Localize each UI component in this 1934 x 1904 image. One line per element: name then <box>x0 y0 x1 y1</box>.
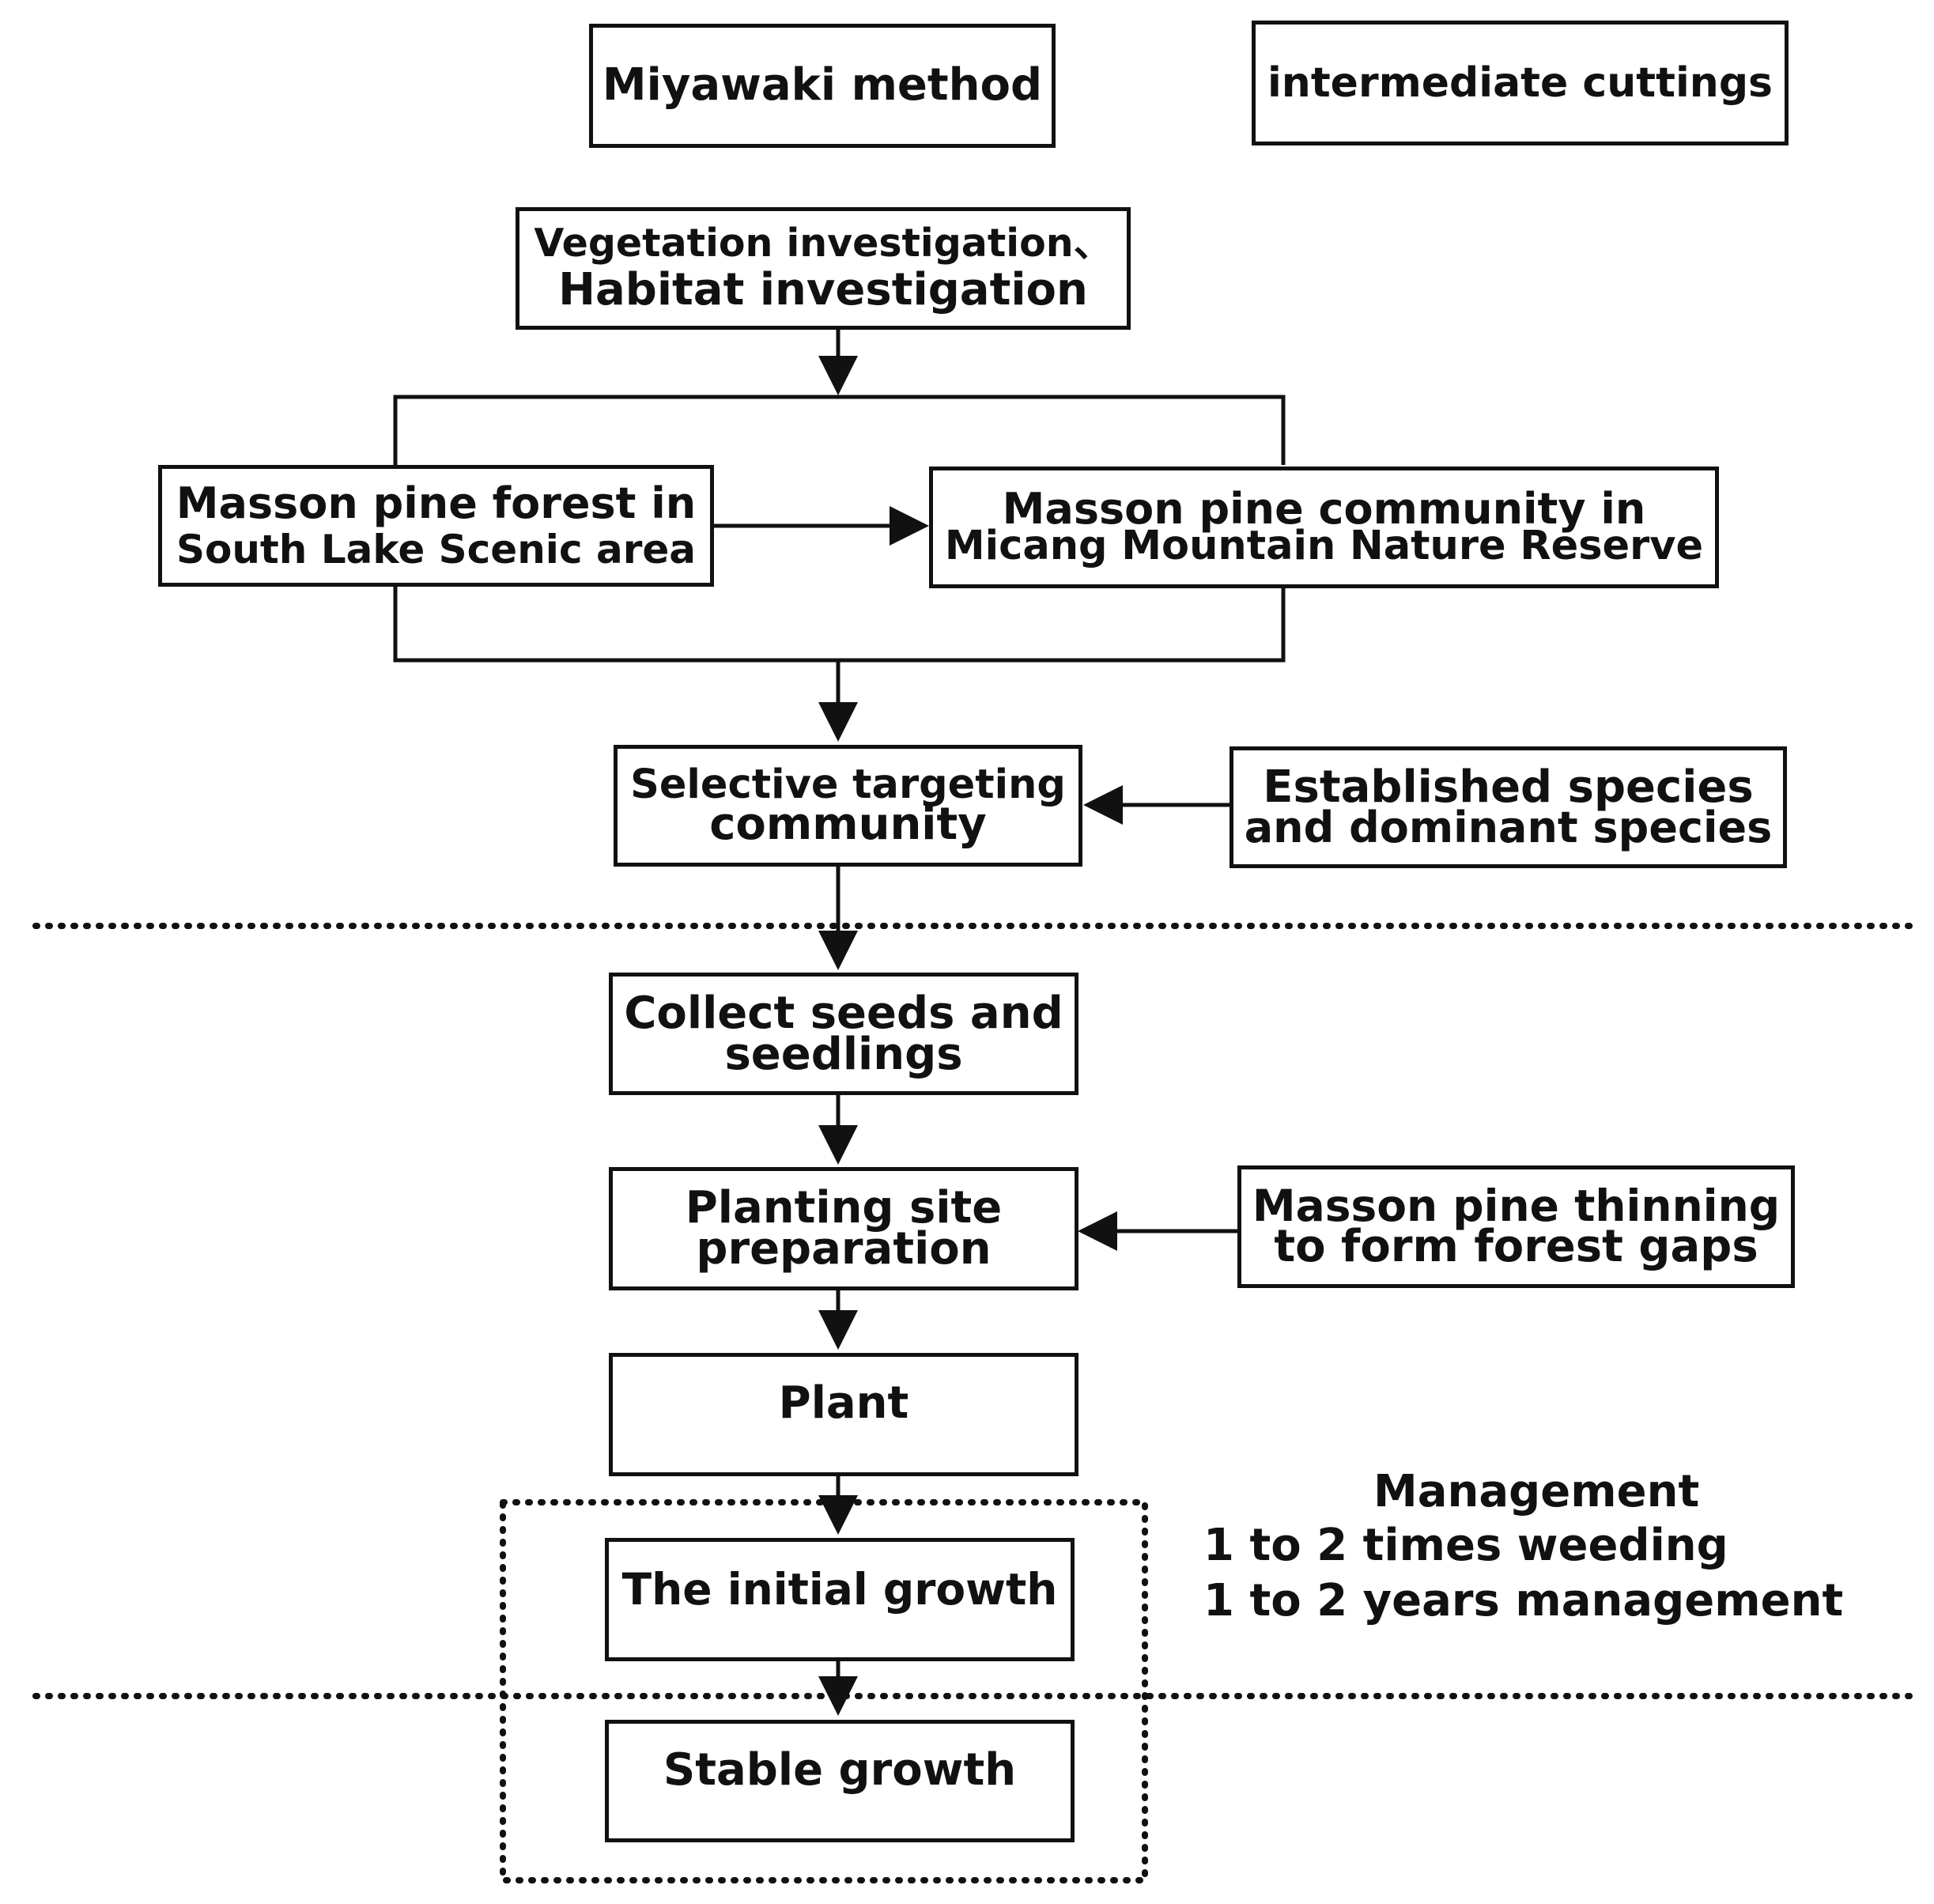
initial-growth-box: The initial growth <box>605 1538 1075 1661</box>
intermediate-cuttings-label: intermediate cuttings <box>1267 59 1773 107</box>
collect-line-2: seedlings <box>724 1028 963 1080</box>
micang-line-2: Micang Mountain Nature Reserve <box>944 523 1704 570</box>
management-line-years: 1 to 2 years management <box>1203 1575 1844 1626</box>
stable-growth-label: Stable growth <box>663 1744 1017 1796</box>
stable-growth-box: Stable growth <box>605 1720 1075 1842</box>
bracket-top <box>393 395 1286 465</box>
management-line-weeding: 1 to 2 times weeding <box>1203 1520 1728 1571</box>
bracket-bottom <box>393 587 1286 663</box>
investigation-line-2: Habitat investigation <box>558 263 1088 315</box>
miyawaki-method-box: Miyawaki method <box>589 24 1056 148</box>
plant-box: Plant <box>609 1353 1078 1476</box>
intermediate-cuttings-box: intermediate cuttings <box>1252 21 1789 145</box>
investigation-line-1: Vegetation investigation、 <box>534 220 1112 266</box>
site-prep-line-2: preparation <box>696 1223 992 1275</box>
established-species-box: Established species and dominant species <box>1230 746 1787 868</box>
selective-line-1: Selective targeting <box>630 761 1066 808</box>
south-lake-line-1: Masson pine forest in <box>176 478 697 528</box>
management-title: Management <box>1373 1466 1700 1517</box>
initial-growth-label: The initial growth <box>621 1564 1058 1615</box>
site-preparation-box: Planting site preparation <box>609 1167 1078 1290</box>
site-prep-line-1: Planting site <box>685 1182 1003 1234</box>
collect-line-1: Collect seeds and <box>624 987 1063 1039</box>
micang-box: Masson pine community in Micang Mountain… <box>929 467 1719 588</box>
selective-line-2: community <box>709 798 987 850</box>
south-lake-line-2: South Lake Scenic area <box>176 527 697 573</box>
established-line-1: Established species <box>1263 761 1754 814</box>
plant-label: Plant <box>778 1377 909 1429</box>
thinning-line-1: Masson pine thinning <box>1252 1181 1781 1232</box>
collect-seeds-box: Collect seeds and seedlings <box>609 973 1078 1095</box>
investigation-box: Vegetation investigation、 Habitat invest… <box>516 207 1131 330</box>
selective-targeting-box: Selective targeting community <box>614 745 1082 867</box>
south-lake-box: Masson pine forest in South Lake Scenic … <box>158 465 714 587</box>
thinning-box: Masson pine thinning to form forest gaps <box>1237 1165 1795 1288</box>
established-line-2: and dominant species <box>1244 802 1773 852</box>
miyawaki-method-label: Miyawaki method <box>602 59 1043 111</box>
micang-line-1: Masson pine community in <box>1002 483 1646 534</box>
thinning-line-2: to form forest gaps <box>1274 1221 1758 1273</box>
